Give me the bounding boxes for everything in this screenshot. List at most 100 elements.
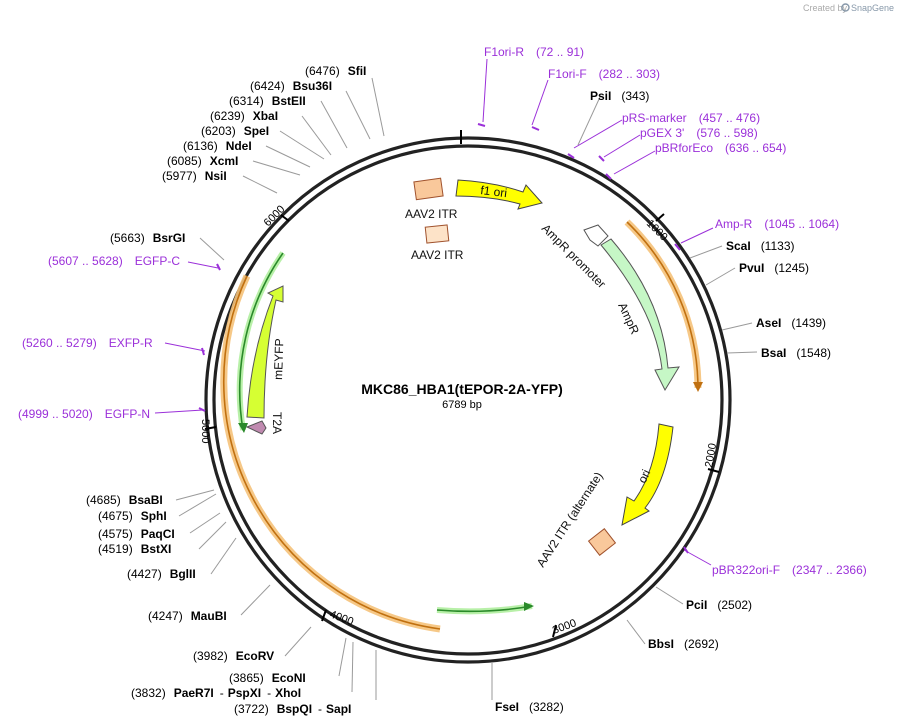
leader-bsteii bbox=[320, 100, 348, 149]
primer-leader-exfp-r bbox=[164, 342, 206, 352]
credit-prefix: Created by bbox=[803, 3, 848, 13]
leader-paer7i bbox=[351, 641, 354, 693]
green-arcs bbox=[236, 251, 534, 615]
leader-bsrgi bbox=[199, 237, 225, 261]
leader-bsu36i bbox=[345, 90, 371, 140]
primer-labels: F1ori-R(72 .. 91) F1ori-F(282 .. 303) pR… bbox=[18, 45, 867, 577]
leader-nsii bbox=[242, 175, 278, 194]
aav2-itr-label-1: AAV2 ITR bbox=[405, 207, 458, 221]
site-paqci[interactable]: (4575)PaqCI bbox=[98, 527, 175, 541]
site-fsei[interactable]: FseI(3282) bbox=[495, 700, 564, 714]
site-spei[interactable]: (6203)SpeI bbox=[201, 124, 269, 138]
primer-f1ori-f[interactable]: F1ori-F(282 .. 303) bbox=[548, 67, 660, 81]
green-bottom-line bbox=[436, 605, 533, 613]
highlight-arcs bbox=[220, 219, 703, 633]
snapgene-logo-icon bbox=[841, 3, 850, 12]
site-maubi[interactable]: (4247)MauBI bbox=[148, 609, 227, 623]
tick-label-2000: 2000 bbox=[703, 442, 719, 468]
primer-exfp-r[interactable]: (5260 .. 5279)EXFP-R bbox=[22, 336, 153, 350]
site-pcii[interactable]: PciI(2502) bbox=[686, 598, 752, 612]
green-left-arrowhead bbox=[238, 423, 248, 433]
aav2-itr-alt-label: AAV2 ITR (alternate) bbox=[534, 469, 606, 569]
site-sphi[interactable]: (4675)SphI bbox=[98, 509, 167, 523]
primer-amp-r[interactable]: Amp-R(1045 .. 1064) bbox=[715, 217, 839, 231]
primer-egfp-n[interactable]: (4999 .. 5020)EGFP-N bbox=[18, 407, 150, 421]
leader-asei bbox=[721, 322, 753, 331]
tick-3000 bbox=[552, 624, 557, 638]
leader-maubi bbox=[240, 584, 271, 616]
leader-bglii bbox=[210, 537, 237, 575]
primer-leader-egfp-n bbox=[154, 409, 204, 414]
site-bsai[interactable]: BsaI(1548) bbox=[761, 346, 831, 360]
site-psii[interactable]: PsiI(343) bbox=[590, 89, 649, 103]
primer-f1ori-r[interactable]: F1ori-R(72 .. 91) bbox=[484, 45, 584, 59]
tick-2000 bbox=[707, 468, 720, 473]
aav2-itr-alt-box bbox=[587, 528, 617, 556]
primer-pbr322ori-f[interactable]: pBR322ori-F(2347 .. 2366) bbox=[712, 563, 867, 577]
plasmid-size: 6789 bp bbox=[442, 399, 482, 411]
primer-egfp-c[interactable]: (5607 .. 5628)EGFP-C bbox=[48, 254, 180, 268]
ori-arrow bbox=[621, 423, 674, 526]
site-asei[interactable]: AseI(1439) bbox=[756, 316, 826, 330]
amp-arc-line bbox=[626, 221, 699, 389]
leader-ndei bbox=[265, 145, 311, 168]
t2a-arrow bbox=[245, 420, 267, 435]
meyfp-label: mEYFP bbox=[271, 338, 286, 380]
leader-paqci bbox=[189, 512, 221, 534]
primer-pbrforeco[interactable]: pBRforEco(636 .. 654) bbox=[655, 141, 786, 155]
site-bsu36i[interactable]: (6424)Bsu36I bbox=[250, 79, 332, 93]
aav2-itr-box-1 bbox=[413, 177, 444, 201]
primer-mark-egfp-c bbox=[216, 263, 221, 271]
site-paer7i-pspxi-xhoi[interactable]: (3832)PaeR7I-PspXI-XhoI bbox=[131, 686, 301, 700]
site-nsii[interactable]: (5977)NsiI bbox=[162, 169, 227, 183]
tick-1000 bbox=[655, 213, 665, 222]
f1-ori-label: f1 ori bbox=[480, 183, 508, 200]
leader-psii bbox=[577, 96, 601, 146]
site-labels: (6476)SfiI (6424)Bsu36I (6314)BstEII (62… bbox=[86, 64, 831, 716]
ampr-label: AmpR bbox=[615, 300, 642, 336]
amp-arc-arrowhead bbox=[693, 382, 703, 392]
leader-sphi bbox=[178, 493, 217, 517]
t2a-label: T2A bbox=[270, 412, 284, 434]
site-scai[interactable]: ScaI(1133) bbox=[726, 239, 794, 253]
snapgene-credit: Created by SnapGene bbox=[803, 3, 894, 13]
site-bglii[interactable]: (4427)BglII bbox=[127, 567, 196, 581]
site-sfii[interactable]: (6476)SfiI bbox=[305, 64, 366, 78]
site-ndei[interactable]: (6136)NdeI bbox=[183, 139, 252, 153]
primer-prs-marker[interactable]: pRS-marker(457 .. 476) bbox=[622, 111, 760, 125]
primer-leader-prs-marker bbox=[573, 119, 623, 149]
site-bsrgi[interactable]: (5663)BsrGI bbox=[110, 231, 185, 245]
site-xcmi[interactable]: (6085)XcmI bbox=[167, 154, 238, 168]
leader-bsai bbox=[726, 351, 758, 354]
green-left-line bbox=[238, 252, 284, 431]
primer-leader-amp-r bbox=[680, 227, 714, 244]
site-bsteii[interactable]: (6314)BstEII bbox=[229, 94, 306, 108]
green-bottom-arrowhead bbox=[524, 602, 534, 611]
primer-mark-pbrforeco bbox=[605, 173, 612, 180]
site-bspqi-sapi[interactable]: (3722)BspQI-SapI bbox=[234, 702, 351, 716]
site-leaders bbox=[175, 77, 758, 700]
leader-xcmi bbox=[252, 160, 301, 176]
leader-spei bbox=[279, 130, 325, 160]
tick-4000 bbox=[321, 609, 327, 622]
primer-leader-pgex3 bbox=[603, 134, 641, 158]
primer-leader-f1ori-r bbox=[482, 58, 488, 123]
site-bstxi[interactable]: (4519)BstXI bbox=[98, 542, 171, 556]
ampr-arrow bbox=[600, 238, 680, 392]
site-bsabi[interactable]: (4685)BsaBI bbox=[86, 493, 163, 507]
aav2-itr-label-2: AAV2 ITR bbox=[411, 248, 464, 262]
primer-leader-egfp-c bbox=[187, 261, 219, 269]
tick-6000 bbox=[280, 214, 290, 222]
primer-leaders bbox=[154, 58, 714, 566]
site-econi[interactable]: (3865)EcoNI bbox=[229, 671, 306, 685]
site-ecorv[interactable]: (3982)EcoRV bbox=[193, 649, 274, 663]
site-xbai[interactable]: (6239)XbaI bbox=[210, 109, 278, 123]
primer-pgex3[interactable]: pGEX 3'(576 .. 598) bbox=[640, 126, 758, 140]
primer-mark-exfp-r bbox=[201, 347, 205, 356]
site-pvui[interactable]: PvuI(1245) bbox=[739, 261, 809, 275]
left-highlight-arc bbox=[220, 274, 441, 633]
ori-label: ori bbox=[635, 467, 653, 485]
site-bbsi[interactable]: BbsI(2692) bbox=[648, 637, 719, 651]
primer-mark-pgex3 bbox=[598, 155, 605, 162]
